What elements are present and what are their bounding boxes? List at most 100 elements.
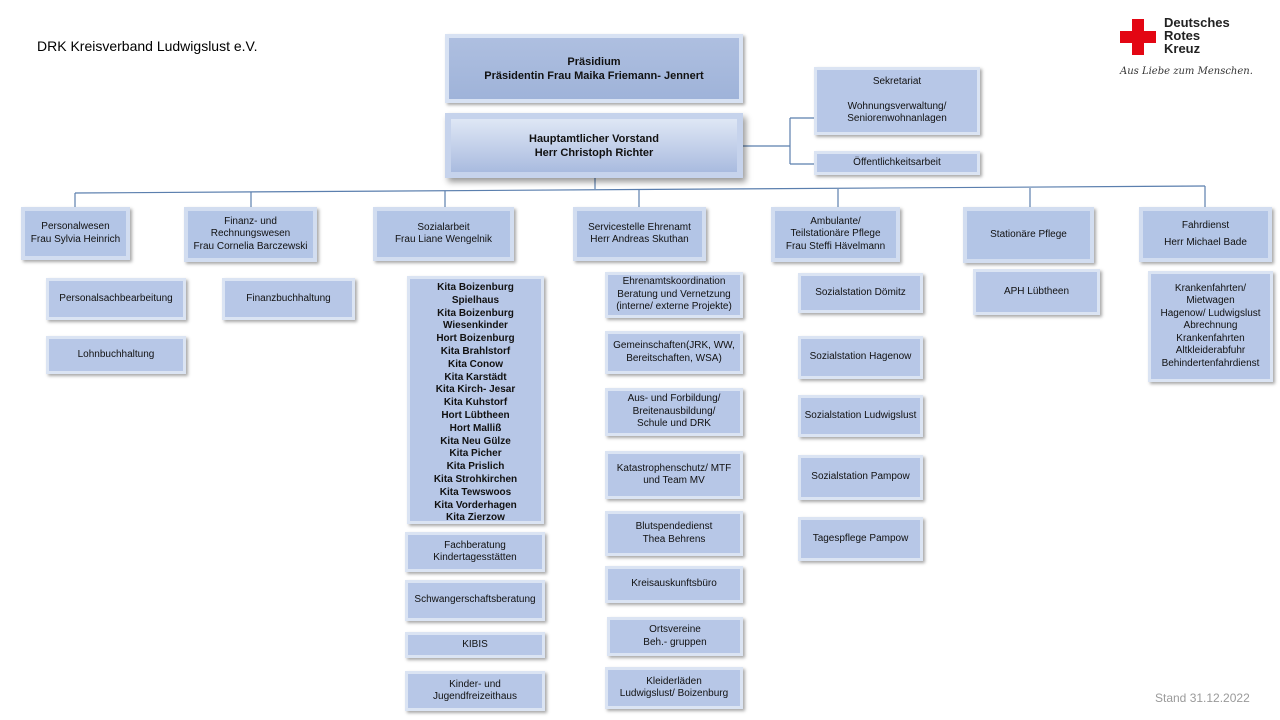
unit-box: Sozialstation Dömitz: [798, 273, 923, 313]
unit-label: Sozialstation Dömitz: [815, 286, 906, 298]
unit-label: Finanzbuchhaltung: [246, 292, 331, 304]
unit-label: Krankenfahrten/: [1174, 282, 1247, 294]
unit-box: Personalsachbearbeitung: [46, 278, 186, 320]
dept-fahrdienst: Fahrdienst Herr Michael Bade: [1139, 207, 1272, 262]
unit-label: Gemeinschaften(JRK, WW,: [613, 340, 735, 351]
oeffentlichkeit-label: Öffentlichkeitsarbeit: [853, 156, 941, 168]
praesidium-title: Präsidium: [567, 55, 621, 68]
unit-label: Abrechnung: [1183, 320, 1238, 332]
unit-label: Tagespflege Pampow: [812, 532, 909, 544]
kita-item: Kita Brahlstorf: [440, 345, 511, 357]
praesidium-name: Präsidentin Frau Maika Friemann- Jennert: [484, 69, 704, 82]
kita-item: Hort Malliß: [449, 422, 502, 434]
dept-label: Rechnungswesen: [210, 228, 291, 240]
unit-label: Behindertenfahrdienst: [1161, 357, 1260, 369]
logo-line: Deutsches: [1164, 15, 1230, 30]
unit-label: Schule und DRK: [637, 418, 711, 430]
unit-label: KIBIS: [462, 638, 488, 650]
red-cross-icon: [1120, 19, 1156, 55]
unit-label: Krankenfahrten: [1176, 332, 1245, 344]
unit-box: Schwangerschaftsberatung: [405, 580, 545, 621]
unit-box: Tagespflege Pampow: [798, 517, 923, 561]
unit-box: Sozialstation Pampow: [798, 455, 923, 500]
kita-item: Kita Boizenburg: [437, 282, 514, 293]
unit-label: Sozialstation Pampow: [811, 471, 910, 483]
logo-tagline: Aus Liebe zum Menschen.: [1120, 66, 1253, 77]
kita-item: Hort Lübtheen: [441, 409, 510, 421]
praesidium-box: Präsidium Präsidentin Frau Maika Frieman…: [445, 34, 743, 103]
dept-label: Stationäre Pflege: [990, 228, 1067, 240]
dept-label: Frau Liane Wengelnik: [394, 234, 493, 245]
kita-list: Kita Boizenburg Spielhaus Kita Boizenbur…: [434, 282, 517, 525]
unit-label: Aus- und Forbildung/: [627, 393, 721, 405]
kita-item: Wiesenkinder: [443, 320, 508, 332]
logo-line: Rotes: [1164, 28, 1201, 43]
unit-label: Lohnbuchhaltung: [77, 348, 155, 360]
unit-label: Personalsachbearbeitung: [59, 292, 173, 304]
dept-label: Servicestelle Ehrenamt: [588, 221, 691, 233]
unit-label: Thea Behrens: [642, 533, 706, 545]
kita-item: Kita Strohkirchen: [433, 473, 518, 485]
unit-box: Gemeinschaften(JRK, WW, Bereitschaften, …: [605, 331, 743, 374]
dept-label: Frau Cornelia Barczewski: [193, 240, 308, 252]
kita-item: Kita Conow: [447, 358, 503, 370]
unit-box: Ortsvereine Beh.- gruppen: [607, 617, 743, 656]
kita-item: Kita Zierzow: [446, 512, 505, 524]
kita-item: Kita Prislich: [446, 461, 505, 473]
unit-box: Kinder- und Jugendfreizeithaus: [405, 671, 545, 711]
dept-label: Herr Andreas Skuthan: [590, 234, 689, 245]
logo-wordmark: Deutsches Rotes Kreuz: [1164, 16, 1230, 55]
vorstand-box: Hauptamtlicher Vorstand Herr Christoph R…: [445, 113, 743, 178]
unit-label: Ehrenamtskoordination: [622, 276, 726, 288]
unit-label: Schwangerschaftsberatung: [414, 594, 536, 606]
unit-box: KIBIS: [405, 632, 545, 658]
dept-label: Ambulante/: [810, 215, 861, 227]
kita-item: Spielhaus: [451, 294, 500, 306]
unit-label: Beratung und Vernetzung: [617, 288, 731, 300]
kita-item: Kita Vorderhagen: [434, 499, 517, 511]
unit-box: Sozialstation Hagenow: [798, 336, 923, 379]
sekretariat-label: Seniorenwohnanlagen: [847, 113, 947, 125]
kita-item: Kita Picher: [449, 448, 502, 460]
kita-item: Kita Boizenburg: [437, 307, 514, 319]
unit-label: Bereitschaften, WSA): [626, 352, 722, 364]
dept-stationaere-pflege: Stationäre Pflege: [963, 207, 1094, 263]
dept-personalwesen: Personalwesen Frau Sylvia Heinrich: [21, 207, 130, 260]
unit-box: Kreisauskunftsbüro: [605, 566, 743, 603]
unit-label: Ludwigslust/ Boizenburg: [619, 688, 729, 699]
dept-label: Fahrdienst: [1181, 220, 1230, 231]
dept-label: Finanz- und: [224, 215, 277, 227]
kita-item: Kita Tewswoos: [439, 486, 512, 498]
unit-label: APH Lübtheen: [1003, 285, 1070, 297]
unit-label: Altkleiderabfuhr: [1175, 345, 1246, 357]
sekretariat-label: Sekretariat: [872, 76, 922, 88]
unit-box: Lohnbuchhaltung: [46, 336, 186, 374]
unit-box: APH Lübtheen: [973, 269, 1100, 315]
unit-label: Fachberatung: [444, 539, 506, 551]
stand-date: Stand 31.12.2022: [1155, 691, 1250, 705]
vorstand-name: Herr Christoph Richter: [534, 146, 654, 159]
unit-label: Beh.- gruppen: [643, 636, 707, 648]
kita-item: Kita Neu Gülze: [440, 435, 511, 447]
unit-label: Kreisauskunftsbüro: [631, 578, 717, 590]
unit-label: Katastrophenschutz/ MTF: [616, 462, 732, 474]
dept-finanzwesen: Finanz- und Rechnungswesen Frau Cornelia…: [184, 207, 317, 262]
unit-label: Ortsvereine: [649, 624, 701, 635]
unit-box: Kleiderläden Ludwigslust/ Boizenburg: [605, 667, 743, 709]
unit-label: Blutspendedienst: [635, 521, 713, 532]
unit-box: Ehrenamtskoordination Beratung und Verne…: [605, 272, 743, 318]
dept-label: Personalwesen: [41, 221, 110, 232]
unit-label: Mietwagen: [1186, 295, 1235, 307]
unit-label: und Team MV: [643, 475, 705, 486]
unit-label: Kindertagesstätten: [433, 552, 517, 563]
dept-sozialarbeit: Sozialarbeit Frau Liane Wengelnik: [373, 207, 514, 261]
kita-item: Kita Karstädt: [444, 371, 507, 383]
dept-ambulante-pflege: Ambulante/ Teilstationäre Pflege Frau St…: [771, 207, 900, 262]
org-title: DRK Kreisverband Ludwigslust e.V.: [37, 38, 258, 54]
kita-list-box: Kita Boizenburg Spielhaus Kita Boizenbur…: [407, 276, 544, 524]
unit-label: Hagenow/ Ludwigslust: [1160, 307, 1261, 319]
vorstand-title: Hauptamtlicher Vorstand: [529, 132, 659, 145]
kita-item: Hort Boizenburg: [436, 333, 515, 345]
dept-label: Teilstationäre Pflege: [790, 228, 881, 240]
unit-label: Kleiderläden: [646, 675, 702, 687]
